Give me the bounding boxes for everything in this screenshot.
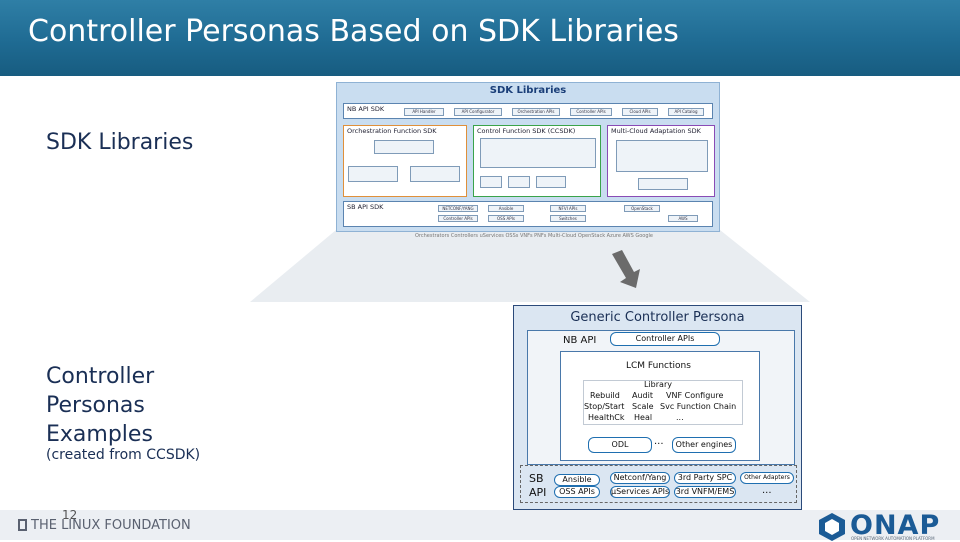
api-label: API bbox=[529, 486, 547, 499]
multicloud-sdk-title: Multi-Cloud Adaptation SDK bbox=[611, 127, 701, 135]
personas-line-3: Examples bbox=[46, 422, 153, 447]
nb-chip: Orchestration APIs bbox=[512, 108, 560, 116]
odl-pill: ODL bbox=[588, 437, 652, 453]
controller-personas-label: Controller Personas Examples bbox=[46, 362, 154, 449]
sb-oss-apis-pill: OSS APIs bbox=[554, 486, 600, 498]
lib-item-heal: Heal bbox=[634, 413, 653, 422]
cloud-targets-row: Orchestrators Controllers uServices OSSs… bbox=[415, 233, 653, 239]
orchestration-sdk-box: Orchestration Function SDK bbox=[343, 125, 467, 197]
other-engines-pill: Other engines bbox=[672, 437, 736, 453]
orch-chip bbox=[374, 140, 434, 154]
sb-api-dashed-box bbox=[520, 465, 797, 503]
sb-3rd-vnfm-ems-pill: 3rd VNFM/EMS bbox=[674, 486, 736, 498]
controller-apis-pill: Controller APIs bbox=[610, 332, 720, 346]
orch-chip bbox=[410, 166, 460, 182]
orch-chip bbox=[348, 166, 398, 182]
sb-chip: AWS bbox=[668, 215, 698, 222]
sb-chip: NETCONF/YANG bbox=[438, 205, 478, 212]
sb-ansible-pill: Ansible bbox=[554, 474, 600, 486]
nb-api-sdk-box: NB API SDK API Handler API Configurator … bbox=[343, 103, 713, 119]
sb-chip: Ansible bbox=[488, 205, 524, 212]
lib-item-audit: Audit bbox=[632, 391, 653, 400]
library-label: Library bbox=[644, 380, 672, 389]
title-bar: Controller Personas Based on SDK Librari… bbox=[0, 0, 960, 76]
down-arrow-icon bbox=[612, 250, 640, 288]
page-number: 12 bbox=[62, 508, 78, 522]
control-chip bbox=[480, 176, 502, 188]
lib-item-scale: Scale bbox=[632, 402, 654, 411]
control-chip bbox=[480, 138, 596, 168]
linux-foundation-logo: THE LINUX FOUNDATION bbox=[18, 518, 191, 533]
sb-chip: Controller APIs bbox=[438, 215, 478, 222]
control-function-sdk-box: Control Function SDK (CCSDK) bbox=[473, 125, 601, 197]
sb-api-sdk-title: SB API SDK bbox=[347, 203, 384, 211]
personas-line-2: Personas bbox=[46, 393, 145, 418]
lib-item-ellipsis: ... bbox=[676, 413, 684, 422]
sdk-libraries-diagram: SDK Libraries NB API SDK API Handler API… bbox=[336, 82, 720, 232]
nb-chip: Controller APIs bbox=[570, 108, 612, 116]
sdk-diagram-header: SDK Libraries bbox=[489, 85, 567, 96]
created-from-label: (created from CCSDK) bbox=[46, 447, 201, 463]
footer-bar bbox=[0, 510, 960, 540]
lcm-functions-label: LCM Functions bbox=[626, 361, 691, 371]
lib-item-healthck: HealthCk bbox=[588, 413, 625, 422]
control-chip bbox=[508, 176, 530, 188]
linux-foundation-mark-icon bbox=[18, 519, 27, 531]
sb-chip: Switches bbox=[550, 215, 586, 222]
engines-ellipsis: ... bbox=[654, 436, 664, 447]
nb-chip: API Handler bbox=[404, 108, 444, 116]
lib-item-vnf-configure: VNF Configure bbox=[666, 391, 724, 400]
sb-3rd-party-spc-pill: 3rd Party SPC bbox=[674, 472, 736, 484]
onap-word: ONAP bbox=[850, 510, 941, 541]
onap-mark-icon bbox=[819, 513, 845, 541]
control-chip bbox=[536, 176, 566, 188]
sb-chip: OSS APIs bbox=[488, 215, 524, 222]
multicloud-chip bbox=[616, 140, 708, 172]
multi-cloud-sdk-box: Multi-Cloud Adaptation SDK bbox=[607, 125, 715, 197]
sb-ellipsis: ... bbox=[762, 485, 772, 496]
orchestration-sdk-title: Orchestration Function SDK bbox=[347, 127, 437, 135]
control-sdk-title: Control Function SDK (CCSDK) bbox=[477, 127, 576, 135]
personas-line-1: Controller bbox=[46, 364, 155, 389]
linux-foundation-text: THE LINUX FOUNDATION bbox=[31, 518, 191, 533]
sdk-libraries-label: SDK Libraries bbox=[46, 130, 194, 155]
sb-api-sdk-box: SB API SDK NETCONF/YANG Ansible Controll… bbox=[343, 201, 713, 227]
sb-label: SB bbox=[529, 472, 544, 485]
sb-netconf-pill: Netconf/Yang bbox=[610, 472, 670, 484]
lib-item-svc-function-chain: Svc Function Chain bbox=[660, 402, 737, 411]
onap-subtitle: OPEN NETWORK AUTOMATION PLATFORM bbox=[851, 536, 935, 541]
sb-chip: NFVI APIs bbox=[550, 205, 586, 212]
multicloud-chip bbox=[638, 178, 688, 190]
nb-chip: API Configurator bbox=[454, 108, 502, 116]
funnel-shape bbox=[250, 230, 810, 302]
lib-item-rebuild: Rebuild bbox=[590, 391, 620, 400]
sb-chip: OpenStack bbox=[624, 205, 660, 212]
sb-uservices-apis-pill: µServices APIs bbox=[610, 486, 670, 498]
persona-title: Generic Controller Persona bbox=[570, 310, 745, 325]
sb-other-adapters-pill: Other Adapters bbox=[740, 472, 794, 484]
nb-chip: API Catalog bbox=[668, 108, 704, 116]
lib-item-stopstart: Stop/Start bbox=[584, 402, 625, 411]
nb-api-sdk-title: NB API SDK bbox=[347, 105, 385, 113]
library-box bbox=[583, 380, 743, 425]
nb-api-label: NB API bbox=[563, 335, 597, 346]
slide-title: Controller Personas Based on SDK Librari… bbox=[28, 14, 679, 49]
nb-chip: Cloud APIs bbox=[622, 108, 658, 116]
